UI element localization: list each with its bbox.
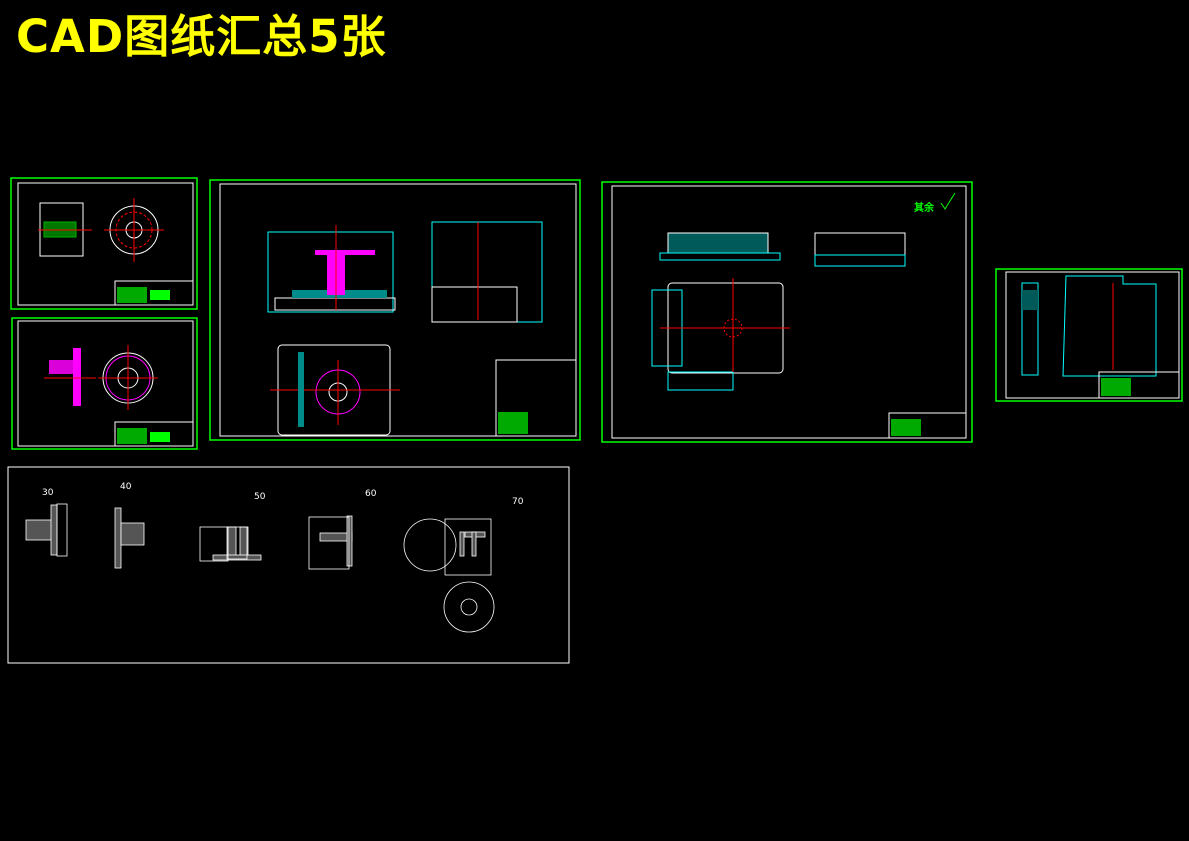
sheet-3-assembly[interactable] (209, 179, 581, 441)
title-block (114, 280, 194, 306)
process-views-panel[interactable]: 30 40 50 60 70 (7, 466, 570, 664)
title-block (114, 421, 194, 447)
title-block (888, 412, 967, 439)
sheet-5[interactable] (995, 268, 1183, 402)
parts-list (495, 359, 577, 437)
roughness-note: 其余 (914, 201, 935, 214)
step-label-30: 30 (42, 488, 54, 498)
drawing-set-title: CAD图纸汇总5张 (16, 10, 387, 63)
step-label-70: 70 (512, 497, 524, 507)
step-label-60: 60 (365, 489, 377, 499)
sheet-2[interactable] (11, 317, 198, 450)
sheet-4-plate[interactable]: 其余 (601, 181, 973, 443)
step-label-50: 50 (254, 492, 266, 502)
sheet-1[interactable] (10, 177, 198, 310)
step-label-40: 40 (120, 482, 132, 492)
title-block (1098, 371, 1180, 399)
